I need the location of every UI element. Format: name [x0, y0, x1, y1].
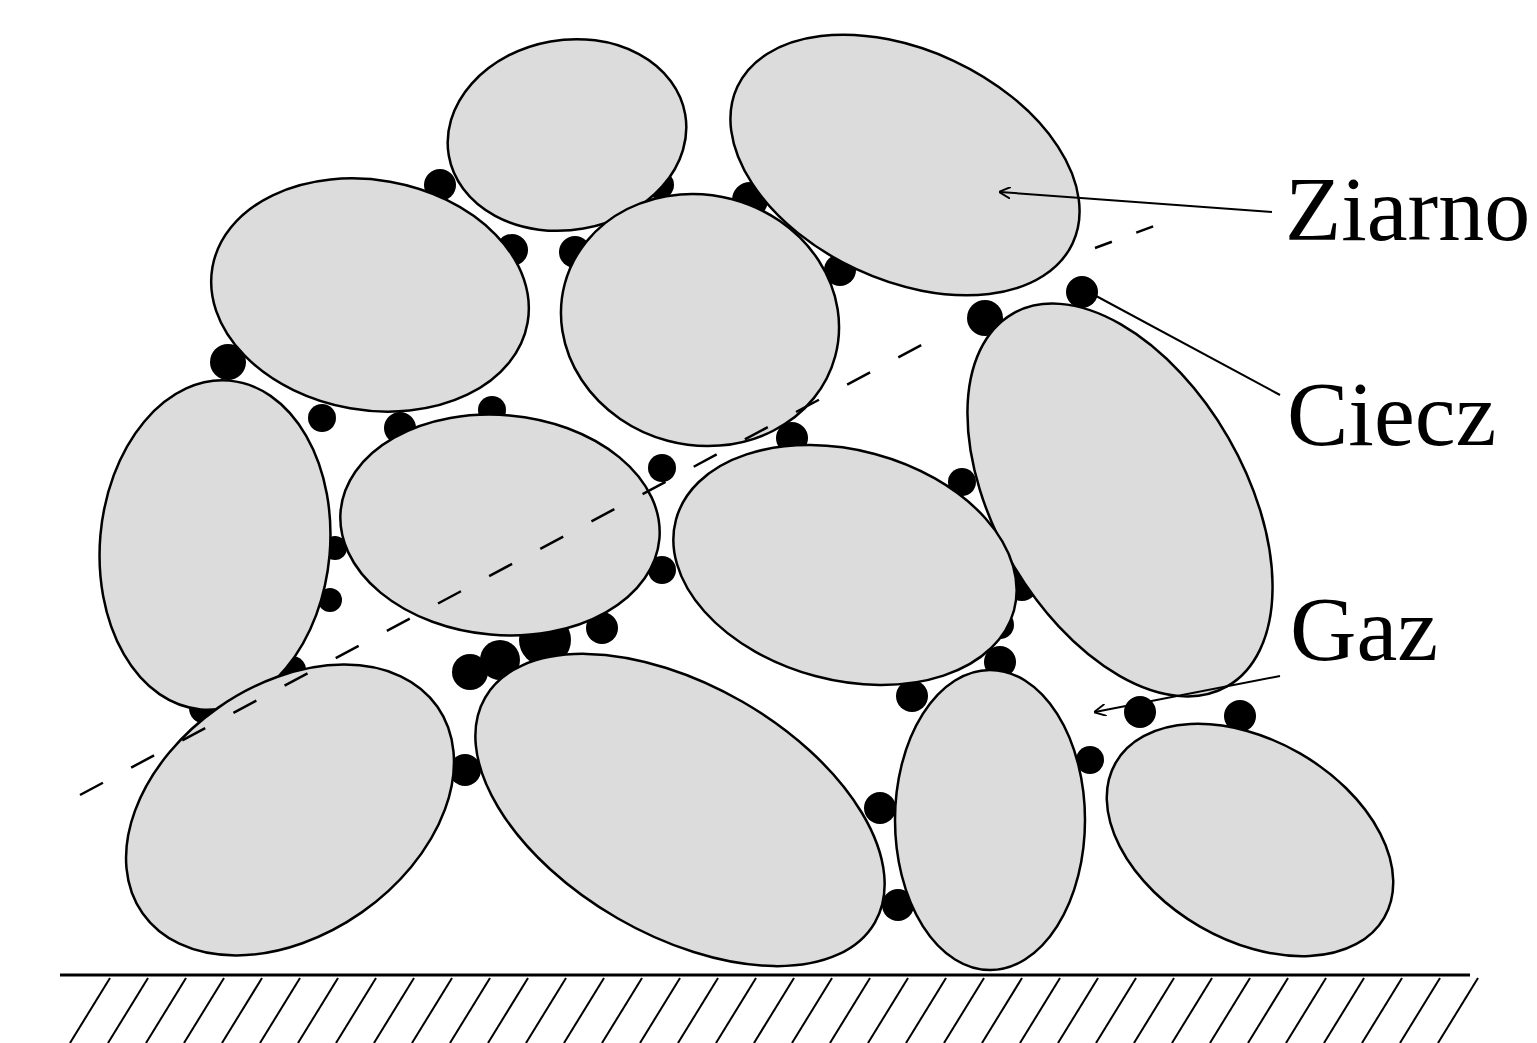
ground-hatch — [1400, 978, 1440, 1043]
ground-hatch — [1134, 978, 1174, 1043]
grain — [532, 163, 867, 477]
ground-hatch — [526, 978, 566, 1043]
ground-hatch — [146, 978, 186, 1043]
ground-hatch — [336, 978, 376, 1043]
ground-hatch — [1286, 978, 1326, 1043]
ground-hatch — [1324, 978, 1364, 1043]
ground-hatch — [1438, 978, 1478, 1043]
liquid-bridge — [308, 404, 336, 432]
ground-hatch — [1248, 978, 1288, 1043]
ground-hatch — [640, 978, 680, 1043]
ground-hatch — [412, 978, 452, 1043]
grain — [331, 401, 669, 648]
ground-hatch — [1210, 978, 1250, 1043]
ground-hatch — [678, 978, 718, 1043]
grain — [71, 604, 509, 1015]
liquid-bridge — [864, 792, 896, 824]
grains — [71, 0, 1434, 1031]
ground-hatch — [792, 978, 832, 1043]
liquid-bridge — [1066, 276, 1098, 308]
ground-hatch — [602, 978, 642, 1043]
ground-hatch — [488, 978, 528, 1043]
ground-hatch — [982, 978, 1022, 1043]
ground-hatch — [830, 978, 870, 1043]
ground-hatch — [1058, 978, 1098, 1043]
ground-hatch — [1020, 978, 1060, 1043]
leader-line — [1085, 290, 1280, 395]
ground-hatch — [1172, 978, 1212, 1043]
ground-hatch — [868, 978, 908, 1043]
ground-hatch — [222, 978, 262, 1043]
ground-hatch — [944, 978, 984, 1043]
ground-hatch — [374, 978, 414, 1043]
ground-hatch — [108, 978, 148, 1043]
ground-hatch — [906, 978, 946, 1043]
ground-line — [60, 974, 1470, 977]
grain — [895, 670, 1085, 970]
ground-hatch — [716, 978, 756, 1043]
part-label: Ziarno — [1285, 163, 1530, 255]
part-label: Ciecz — [1287, 368, 1496, 460]
ground-hatch — [298, 978, 338, 1043]
ground-hatch — [754, 978, 794, 1043]
ground-hatch — [260, 978, 300, 1043]
grain — [86, 371, 344, 720]
part-label: Gaz — [1290, 583, 1438, 675]
extras — [60, 192, 1478, 1043]
grain — [423, 589, 938, 1031]
dashed-line — [1095, 222, 1165, 248]
grain — [1066, 676, 1434, 1004]
ground-hatch — [1362, 978, 1402, 1043]
ground-hatch — [1096, 978, 1136, 1043]
ground-hatch — [70, 978, 110, 1043]
dashed-line — [80, 335, 940, 795]
liquid-bridge — [648, 454, 676, 482]
leader-line — [1095, 676, 1280, 712]
ground-hatch — [564, 978, 604, 1043]
leader-line — [1000, 192, 1272, 212]
ground-hatch — [450, 978, 490, 1043]
ground-hatch — [184, 978, 224, 1043]
